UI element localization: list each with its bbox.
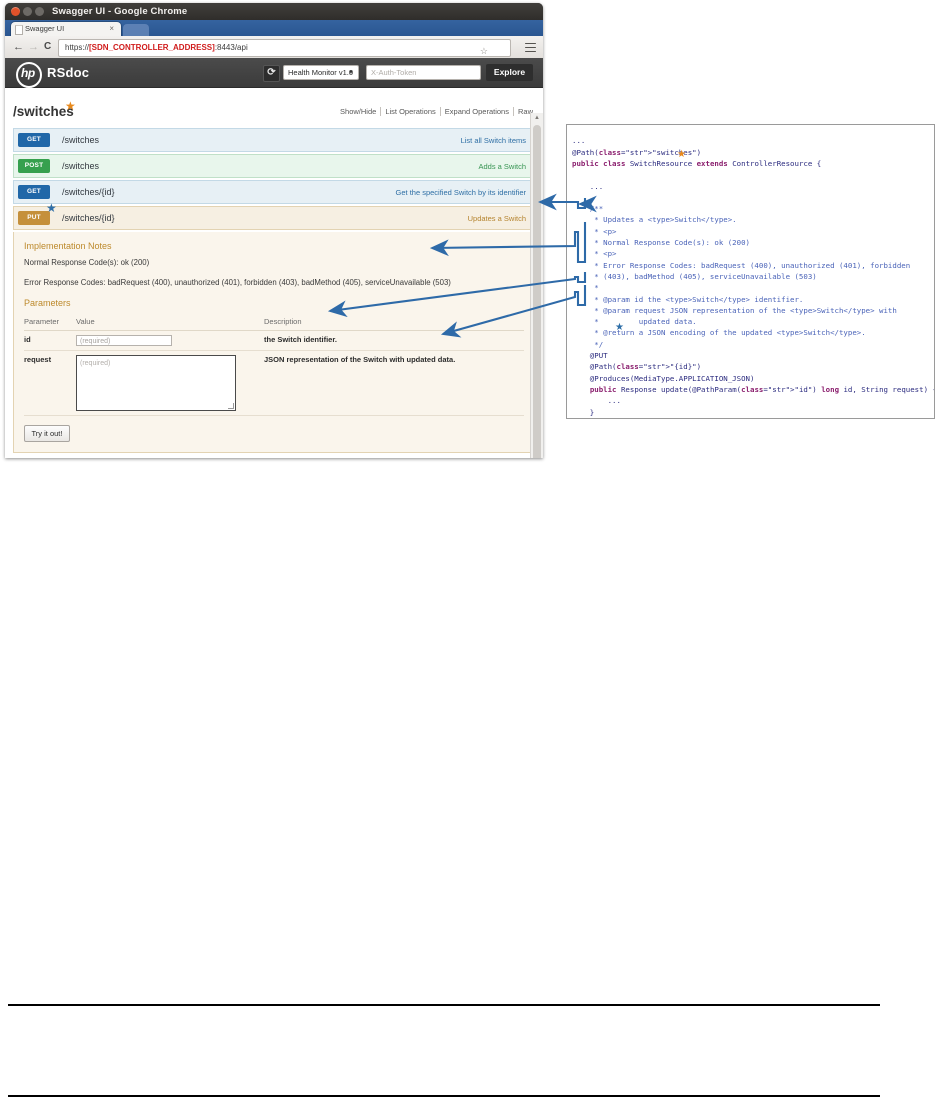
operation-path: /switches xyxy=(62,135,100,145)
operation-path: /switches/{id} xyxy=(62,213,115,223)
url-text: https://[SDN_CONTROLLER_ADDRESS]:8443/ap… xyxy=(65,41,248,55)
browser-toolbar: ← → C https://[SDN_CONTROLLER_ADDRESS]:8… xyxy=(5,36,543,59)
hp-logo-text: hp xyxy=(21,66,35,80)
bookmark-star-icon[interactable]: ☆ xyxy=(479,46,488,56)
bottom-rule-lower xyxy=(8,1095,880,1097)
param-name-id: id xyxy=(24,330,76,351)
table-header-row: Parameter Value Description xyxy=(24,315,524,331)
api-version-label: Health Monitor v1.0 xyxy=(288,68,354,77)
star-marker-put-annotation: ★ xyxy=(615,322,624,333)
explore-button[interactable]: Explore xyxy=(486,64,533,81)
address-bar[interactable]: https://[SDN_CONTROLLER_ADDRESS]:8443/ap… xyxy=(58,39,511,57)
java-source-code: ... @Path(class="str">"switches") public… xyxy=(572,136,934,417)
link-list-operations[interactable]: List Operations xyxy=(381,107,441,116)
param-value-cell: (required) xyxy=(76,330,264,351)
api-version-select[interactable]: Health Monitor v1.0 ▼ xyxy=(283,65,359,80)
param-name-request: request xyxy=(24,350,76,416)
app-title: RSdoc xyxy=(47,65,90,80)
star-marker-put: ★ xyxy=(46,201,57,215)
scroll-up-icon[interactable]: ▲ xyxy=(534,115,540,121)
try-it-out-button[interactable]: Try it out! xyxy=(24,425,70,442)
column-header-description: Description xyxy=(264,315,524,331)
window-controls xyxy=(11,7,44,16)
java-source-panel: ... @Path(class="str">"switches") public… xyxy=(566,124,935,419)
minimize-button[interactable] xyxy=(23,7,32,16)
window-title: Swagger UI - Google Chrome xyxy=(52,6,188,17)
resource-title: /switches xyxy=(13,104,74,119)
request-textarea[interactable]: (required) xyxy=(76,355,236,411)
column-header-value: Value xyxy=(76,315,264,331)
close-button[interactable] xyxy=(11,7,20,16)
table-row: request (required) JSON representation o… xyxy=(24,350,524,416)
chevron-down-icon: ▼ xyxy=(348,70,354,76)
method-badge: GET xyxy=(18,185,50,199)
star-marker-path-annotation: ★ xyxy=(677,149,686,160)
browser-tab[interactable]: Swagger UI × xyxy=(11,22,121,36)
operation-path: /switches/{id} xyxy=(62,187,115,197)
param-description-request: JSON representation of the Switch with u… xyxy=(264,350,524,416)
reload-icon[interactable]: C xyxy=(44,41,52,52)
table-row: id (required) the Switch identifier. xyxy=(24,330,524,351)
url-scheme: https:// xyxy=(65,43,90,52)
operation-summary: Adds a Switch xyxy=(478,161,526,171)
maximize-button[interactable] xyxy=(35,7,44,16)
method-badge: GET xyxy=(18,133,50,147)
operation-summary: Updates a Switch xyxy=(467,213,526,223)
page-icon xyxy=(15,25,23,35)
id-input[interactable]: (required) xyxy=(76,335,172,346)
param-description-id: the Switch identifier. xyxy=(264,330,524,351)
operation-summary: List all Switch items xyxy=(460,135,526,145)
operation-row-get-switches[interactable]: GET /switches List all Switch items xyxy=(13,128,535,152)
put-operation-detail: Implementation Notes Normal Response Cod… xyxy=(13,232,535,453)
url-path: :8443/api xyxy=(214,43,248,52)
tab-close-icon[interactable]: × xyxy=(109,24,114,33)
operation-path: /switches xyxy=(62,161,100,171)
link-raw[interactable]: Raw xyxy=(517,107,533,116)
method-badge: PUT xyxy=(18,211,50,225)
request-placeholder: (required) xyxy=(80,360,111,367)
new-tab-button[interactable] xyxy=(123,24,149,36)
hp-logo-icon: hp xyxy=(16,62,42,88)
parameters-table: Parameter Value Description id (required… xyxy=(24,315,524,416)
operation-row-post-switches[interactable]: POST /switches Adds a Switch xyxy=(13,154,535,178)
operation-row-put-switch[interactable]: PUT ★ /switches/{id} Updates a Switch xyxy=(13,202,535,230)
bottom-rule-upper xyxy=(8,1004,880,1006)
tab-strip: Swagger UI × xyxy=(5,20,543,36)
parameters-title: Parameters xyxy=(24,298,71,308)
browser-window: Swagger UI - Google Chrome Swagger UI × … xyxy=(5,3,543,458)
page-scrollbar[interactable]: ▲ ▼ xyxy=(530,113,543,458)
star-marker-resource: ★ xyxy=(65,99,76,113)
auth-token-input[interactable]: X-Auth-Token xyxy=(366,65,481,80)
normal-response-text: Normal Response Code(s): ok (200) xyxy=(24,258,150,267)
rsdoc-header: hp RSdoc ⟳ Health Monitor v1.0 ▼ X-Auth-… xyxy=(5,58,543,88)
hamburger-menu-icon[interactable] xyxy=(525,40,536,53)
page-viewport: hp RSdoc ⟳ Health Monitor v1.0 ▼ X-Auth-… xyxy=(5,58,543,458)
link-expand-operations[interactable]: Expand Operations xyxy=(440,107,514,116)
column-header-parameter: Parameter xyxy=(24,315,76,331)
link-show-hide[interactable]: Show/Hide xyxy=(336,107,382,116)
tab-label: Swagger UI xyxy=(25,24,65,33)
operation-row-get-switch-by-id[interactable]: GET /switches/{id} Get the specified Swi… xyxy=(13,180,535,204)
error-response-text: Error Response Codes: badRequest (400), … xyxy=(24,278,451,287)
url-host: [SDN_CONTROLLER_ADDRESS] xyxy=(89,43,215,52)
resize-grip-icon[interactable] xyxy=(228,403,234,409)
implementation-notes-title: Implementation Notes xyxy=(24,241,112,251)
method-badge: POST xyxy=(18,159,50,173)
forward-icon[interactable]: → xyxy=(28,41,39,53)
window-titlebar: Swagger UI - Google Chrome xyxy=(5,3,543,20)
param-value-cell: (required) xyxy=(76,350,264,416)
api-refresh-icon[interactable]: ⟳ xyxy=(263,65,280,82)
back-icon[interactable]: ← xyxy=(13,41,24,53)
scrollbar-thumb[interactable] xyxy=(533,125,541,458)
operation-summary: Get the specified Switch by its identifi… xyxy=(395,187,526,197)
